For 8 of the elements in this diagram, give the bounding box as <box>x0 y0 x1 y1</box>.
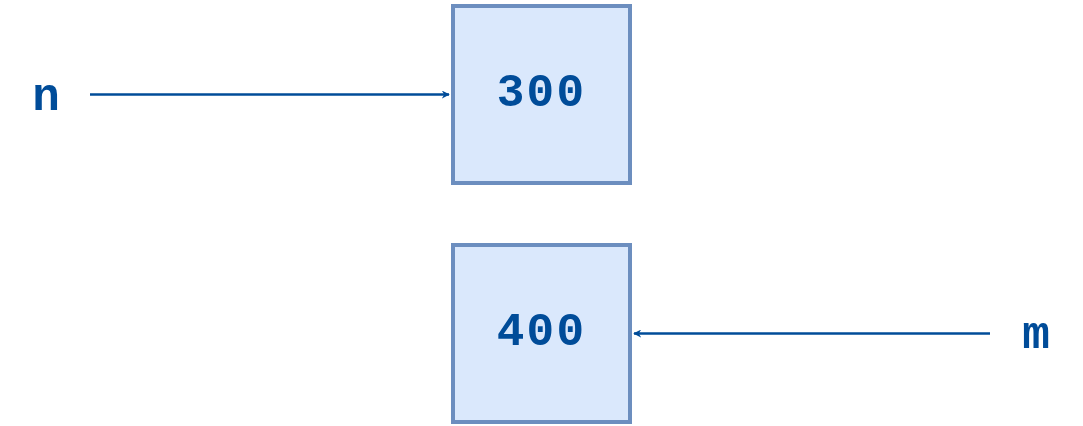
variable-label: m <box>1008 308 1064 364</box>
value-box <box>451 243 632 424</box>
value-box <box>451 4 632 185</box>
value-text: 300 <box>496 67 587 122</box>
variable-label: n <box>22 70 70 126</box>
arrow <box>90 90 450 99</box>
value-text: 400 <box>496 306 587 361</box>
arrow <box>633 329 990 338</box>
